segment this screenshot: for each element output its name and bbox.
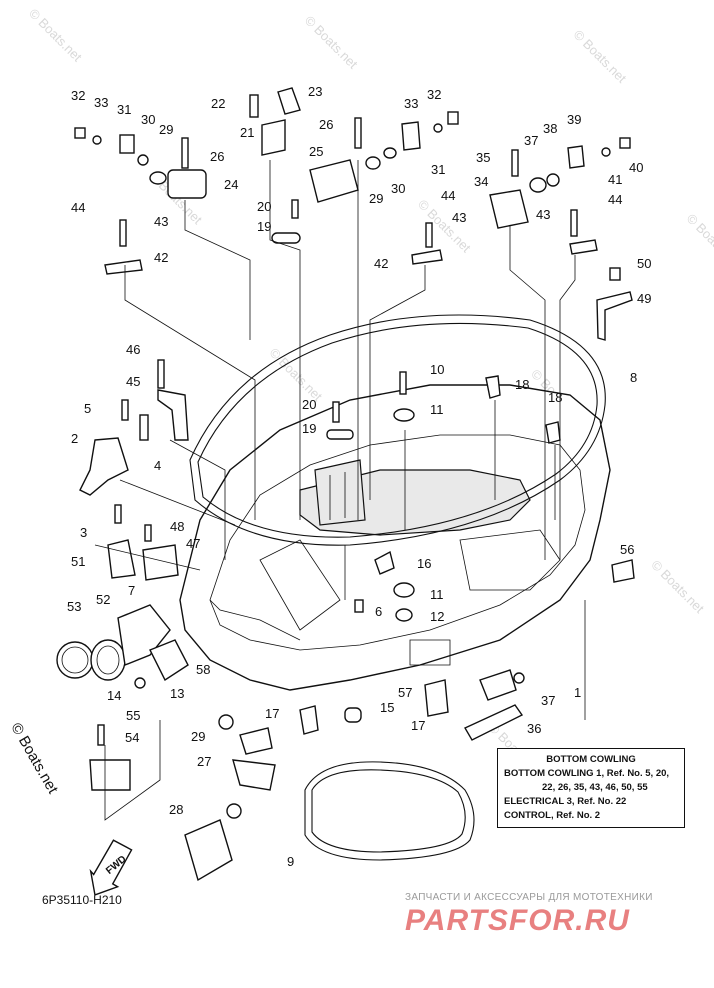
callout-25: 25: [309, 144, 323, 159]
callout-33: 33: [404, 96, 418, 111]
callout-45: 45: [126, 374, 140, 389]
callout-47: 47: [186, 536, 200, 551]
callout-9: 9: [287, 854, 294, 869]
callout-35: 35: [476, 150, 490, 165]
watermark: © Boats.net: [26, 6, 85, 65]
fwd-arrow: FWD: [89, 839, 133, 896]
callout-20: 20: [257, 199, 271, 214]
callout-24: 24: [224, 177, 238, 192]
callout-30: 30: [391, 181, 405, 196]
callout-29: 29: [191, 729, 205, 744]
callout-11: 11: [430, 587, 444, 602]
callout-51: 51: [71, 554, 85, 569]
legend-title: BOTTOM COWLING: [546, 754, 636, 765]
callout-19: 19: [257, 219, 271, 234]
callout-8: 8: [630, 370, 637, 385]
callout-48: 48: [170, 519, 184, 534]
callout-19: 19: [302, 421, 316, 436]
callout-40: 40: [629, 160, 643, 175]
callout-57: 57: [398, 685, 412, 700]
callout-29: 29: [369, 191, 383, 206]
callout-42: 42: [154, 250, 168, 265]
callout-28: 28: [169, 802, 183, 817]
callout-53: 53: [67, 599, 81, 614]
callout-18: 18: [548, 390, 562, 405]
callout-29: 29: [159, 122, 173, 137]
callout-6: 6: [375, 604, 382, 619]
callout-37: 37: [524, 133, 538, 148]
callout-16: 16: [417, 556, 431, 571]
callout-23: 23: [308, 84, 322, 99]
callout-43: 43: [536, 207, 550, 222]
callout-43: 43: [452, 210, 466, 225]
callout-39: 39: [567, 112, 581, 127]
callout-20: 20: [302, 397, 316, 412]
callout-36: 36: [527, 721, 541, 736]
callout-5: 5: [84, 401, 91, 416]
watermark: © Boats.net: [415, 197, 474, 256]
watermark: © Boats.net: [571, 27, 630, 86]
callout-32: 32: [71, 88, 85, 103]
callout-7: 7: [128, 583, 135, 598]
legend-line: BOTTOM COWLING 1, Ref. No. 5, 20,: [504, 768, 670, 779]
callout-3: 3: [80, 525, 87, 540]
legend-line: CONTROL, Ref. No. 2: [504, 810, 601, 821]
callout-17: 17: [265, 706, 279, 721]
callout-11: 11: [430, 402, 444, 417]
callout-44: 44: [441, 188, 455, 203]
callout-34: 34: [474, 174, 488, 189]
leader-lines: [94, 160, 586, 821]
callout-17: 17: [411, 718, 425, 733]
bottom-cowling: [179, 384, 611, 691]
callout-43: 43: [154, 214, 168, 229]
reference-legend: BOTTOM COWLING BOTTOM COWLING 1, Ref. No…: [497, 748, 685, 828]
callout-41: 41: [608, 172, 622, 187]
callout-13: 13: [170, 686, 184, 701]
callout-44: 44: [608, 192, 622, 207]
callout-26: 26: [210, 149, 224, 164]
callout-55: 55: [126, 708, 140, 723]
callout-15: 15: [380, 700, 394, 715]
callout-30: 30: [141, 112, 155, 127]
callout-37: 37: [541, 693, 555, 708]
callout-33: 33: [94, 95, 108, 110]
callout-42: 42: [374, 256, 388, 271]
site-logo[interactable]: PARTSFOR.RU: [405, 904, 630, 937]
callout-12: 12: [430, 609, 444, 624]
callout-58: 58: [196, 662, 210, 677]
callout-50: 50: [637, 256, 651, 271]
callout-31: 31: [117, 102, 131, 117]
callout-56: 56: [620, 542, 634, 557]
callout-18: 18: [515, 377, 529, 392]
callout-46: 46: [126, 342, 140, 357]
callout-54: 54: [125, 730, 139, 745]
callout-27: 27: [197, 754, 211, 769]
callout-22: 22: [211, 96, 225, 111]
callout-52: 52: [96, 592, 110, 607]
legend-line: 22, 26, 35, 43, 46, 50, 55: [542, 782, 648, 793]
watermark: © Boats.net: [648, 557, 707, 616]
small-parts: [56, 87, 635, 882]
callout-26: 26: [319, 117, 333, 132]
legend-line: ELECTRICAL 3, Ref. No. 22: [504, 796, 627, 807]
watermark: © Boats.net: [302, 13, 361, 72]
callout-1: 1: [574, 685, 581, 700]
site-tagline: ЗАПЧАСТИ И АКСЕССУАРЫ ДЛЯ МОТОТЕХНИКИ: [405, 892, 653, 903]
callout-21: 21: [240, 125, 254, 140]
bottom-gasket: [304, 761, 475, 861]
callout-44: 44: [71, 200, 85, 215]
callout-10: 10: [430, 362, 444, 377]
callout-32: 32: [427, 87, 441, 102]
callout-labels: 1 2 3 4 5 6 7 8 9 10 11 11 12 13 14 15 1…: [67, 84, 651, 869]
callout-31: 31: [431, 162, 445, 177]
callout-38: 38: [543, 121, 557, 136]
callout-49: 49: [637, 291, 651, 306]
watermark: © Boats.net: [684, 211, 714, 270]
diagram-code: 6P35110-H210: [42, 893, 122, 907]
callout-4: 4: [154, 458, 161, 473]
watermark: © Boats.net: [267, 345, 326, 404]
callout-2: 2: [71, 431, 78, 446]
callout-14: 14: [107, 688, 121, 703]
